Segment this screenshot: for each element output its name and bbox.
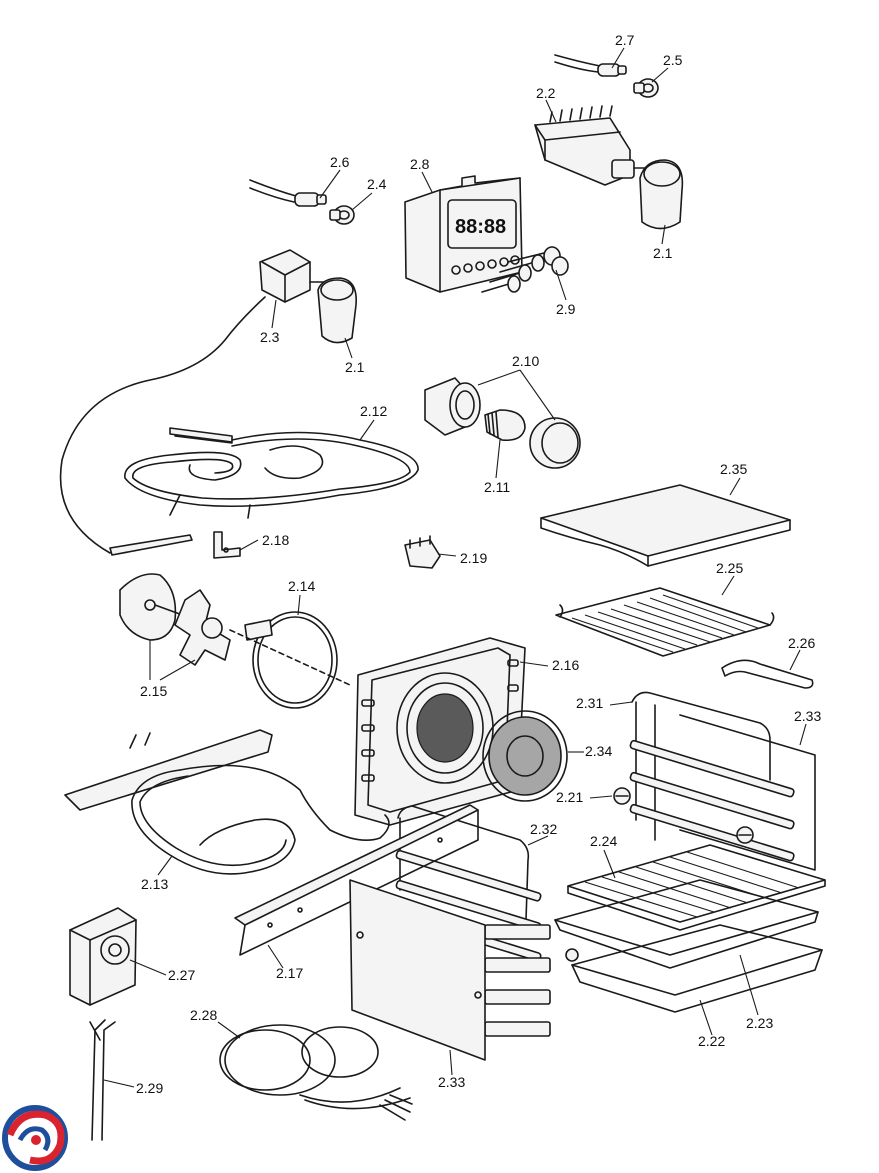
part-2-1-control-knob-right — [639, 159, 684, 230]
callout-2-31: 2.31 — [576, 695, 603, 711]
thermostat-capillary-tube — [59, 296, 266, 554]
part-2-23-baking-tray — [554, 879, 819, 969]
timer-display-digits: 88:88 — [455, 216, 506, 238]
callout-2-32: 2.32 — [530, 821, 557, 837]
part-2-16-rear-panel — [354, 637, 526, 826]
part-2-31-side-runner-right — [629, 691, 795, 862]
callout-2-21: 2.21 — [556, 789, 583, 805]
part-2-29-mains-cable — [89, 1019, 116, 1141]
callout-2-1-left: 2.1 — [345, 359, 365, 375]
callout-2-29: 2.29 — [136, 1080, 163, 1096]
callout-2-23: 2.23 — [746, 1015, 773, 1031]
callout-2-4: 2.4 — [367, 176, 387, 192]
part-2-33-side-liner-left — [349, 879, 486, 1061]
callout-2-2: 2.2 — [536, 85, 556, 101]
part-2-8-electronic-timer: 88:88 — [404, 175, 523, 293]
callout-2-1-right: 2.1 — [653, 245, 673, 261]
callout-2-6: 2.6 — [330, 154, 350, 170]
part-2-7-indicator-lamp — [554, 54, 627, 77]
callout-2-34: 2.34 — [585, 743, 612, 759]
part-2-10-lamp-holder-and-cover — [424, 377, 581, 469]
callout-2-33-right: 2.33 — [794, 708, 821, 724]
callout-2-33-left: 2.33 — [438, 1074, 465, 1090]
part-2-19-clip — [404, 535, 441, 569]
part-2-14-circular-element — [229, 611, 351, 709]
callout-2-9: 2.9 — [556, 301, 576, 317]
callout-2-15: 2.15 — [140, 683, 167, 699]
callout-2-28: 2.28 — [190, 1007, 217, 1023]
callout-2-27: 2.27 — [168, 967, 195, 983]
part-2-6-indicator-lamp — [249, 179, 327, 207]
part-2-35-glass-shelf — [540, 484, 791, 567]
part-2-32-side-runner-left — [395, 805, 551, 1037]
part-2-25-wire-shelf — [555, 587, 775, 657]
swirl-logo-icon — [2, 1105, 68, 1171]
leader-lines — [103, 47, 807, 1088]
part-2-33-side-liner-right — [679, 714, 816, 871]
callout-2-5: 2.5 — [663, 52, 683, 68]
part-2-5-lamp-lens — [633, 78, 659, 98]
part-2-24-wire-shelf — [567, 844, 826, 931]
part-2-15-fan-motor-and-blade — [119, 573, 231, 666]
part-2-1-control-knob-left — [317, 277, 357, 344]
callout-2-35: 2.35 — [720, 461, 747, 477]
callout-2-25: 2.25 — [716, 560, 743, 576]
part-2-22-drip-pan — [565, 924, 823, 1013]
callout-2-8: 2.8 — [410, 156, 430, 172]
callout-2-18: 2.18 — [262, 532, 289, 548]
callout-2-10: 2.10 — [512, 353, 539, 369]
callout-2-22: 2.22 — [698, 1033, 725, 1049]
callout-2-17: 2.17 — [276, 965, 303, 981]
part-2-28-wiring-harness — [219, 1024, 413, 1121]
part-2-26-shelf-runner-clip — [721, 659, 814, 689]
part-2-3-thermostat — [259, 249, 329, 303]
callout-2-13: 2.13 — [141, 876, 168, 892]
callout-2-16: 2.16 — [552, 657, 579, 673]
part-2-2-selector-switch — [534, 105, 651, 186]
callout-2-14: 2.14 — [288, 578, 315, 594]
callout-2-3: 2.3 — [260, 329, 280, 345]
callout-2-24: 2.24 — [590, 833, 617, 849]
part-2-18-bracket — [213, 531, 241, 559]
callout-labels: 2.7 2.5 2.2 2.6 2.4 2.8 2.1 2.9 2.3 2.1 … — [136, 32, 821, 1096]
callout-2-26: 2.26 — [788, 635, 815, 651]
part-2-4-lamp-lens — [329, 205, 355, 225]
part-2-12-grill-element — [124, 427, 419, 519]
callout-2-19: 2.19 — [460, 550, 487, 566]
part-2-27-motor — [69, 907, 137, 1006]
callout-2-11: 2.11 — [484, 479, 510, 495]
part-2-13-bottom-element — [64, 729, 390, 875]
part-2-34-fan-cover-glass — [482, 710, 568, 802]
callout-2-7: 2.7 — [615, 32, 635, 48]
callout-2-12: 2.12 — [360, 403, 387, 419]
part-2-21-screws — [613, 787, 754, 844]
part-2-11-oven-lamp-bulb — [484, 409, 526, 442]
thermostat-sensor-bulb — [109, 534, 193, 556]
